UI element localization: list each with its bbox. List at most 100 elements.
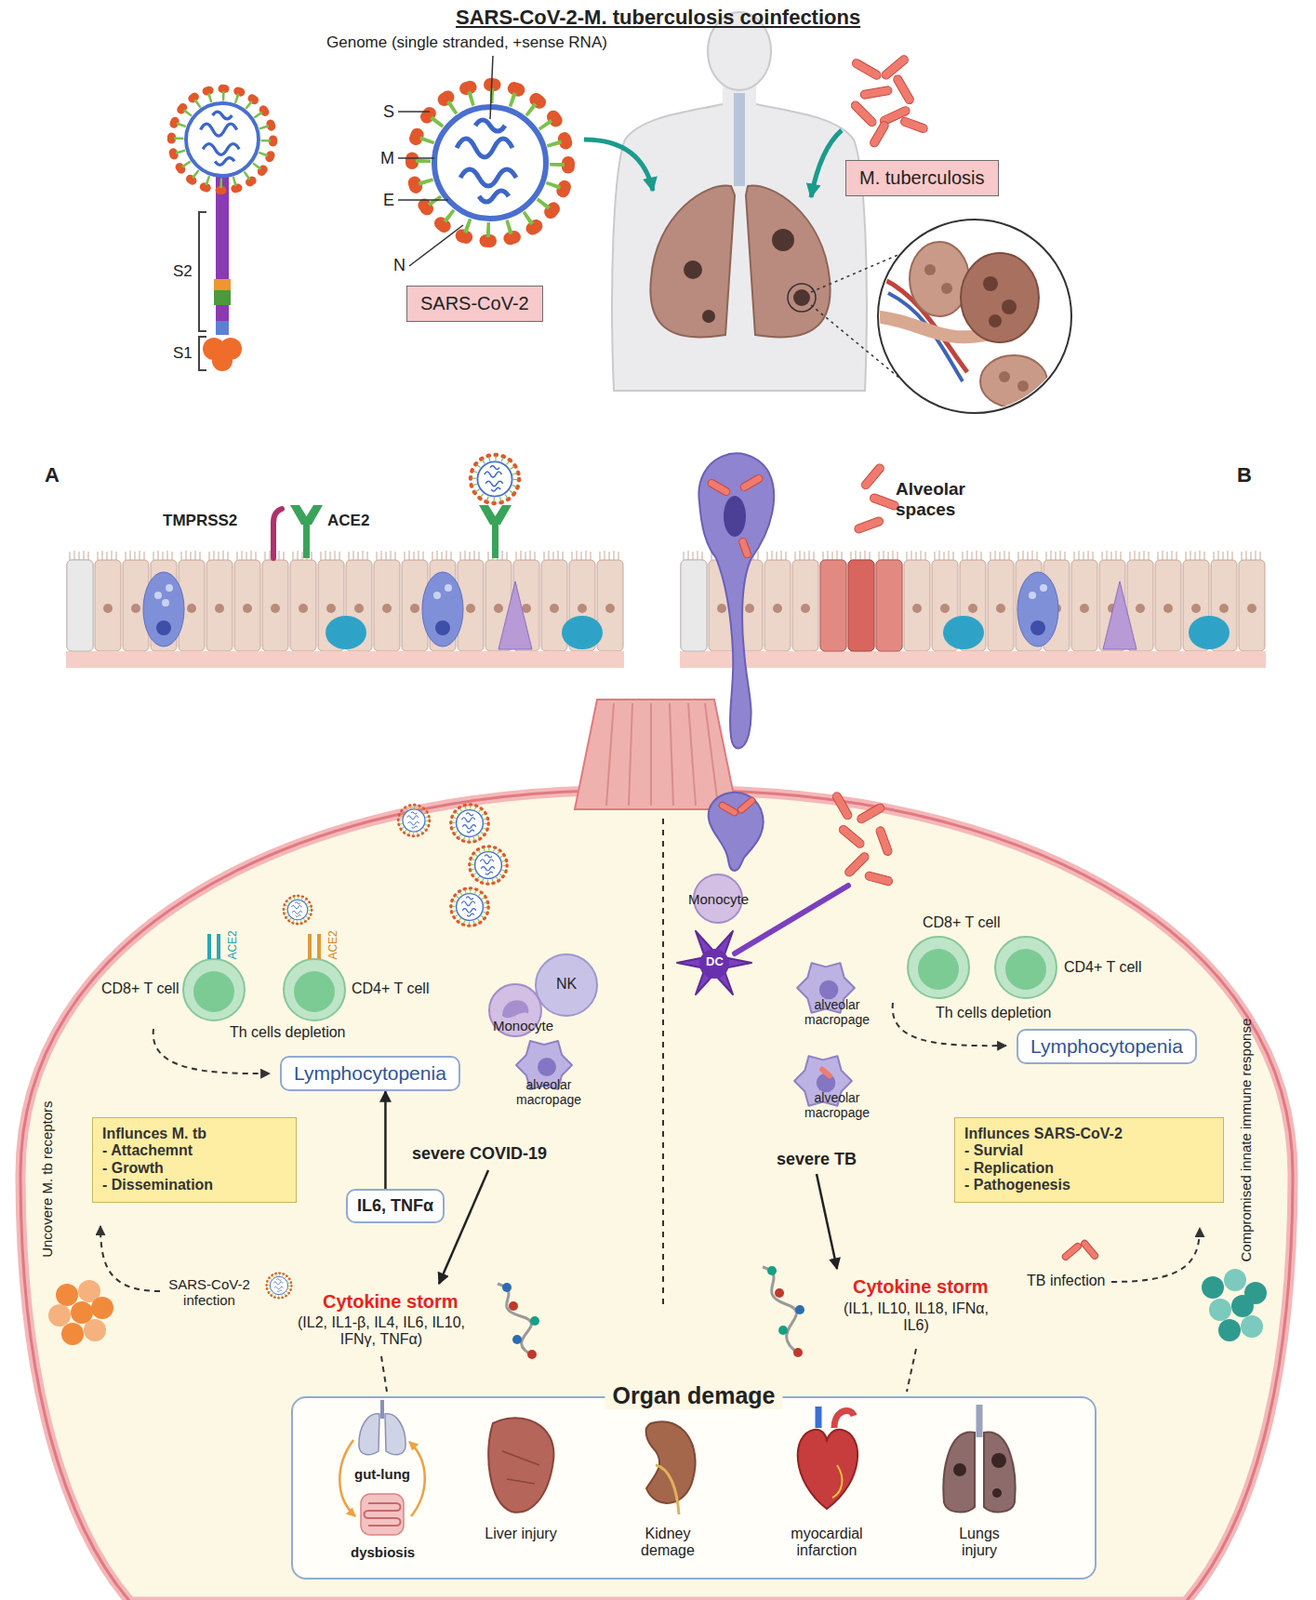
spike-protein bbox=[215, 305, 229, 321]
organ-icons bbox=[834, 1409, 854, 1428]
infected-macrophage bbox=[737, 536, 752, 559]
process-arrow bbox=[816, 1173, 838, 1269]
cytokine-box: IL6, TNFα bbox=[345, 1188, 445, 1223]
tb-bacilli bbox=[868, 492, 900, 511]
epithelium bbox=[1030, 620, 1046, 636]
epithelium bbox=[66, 550, 625, 652]
cell-cluster bbox=[1201, 1276, 1224, 1299]
cytokine-chain bbox=[512, 1334, 522, 1344]
box-text: - Replication bbox=[964, 1159, 1214, 1177]
receptor bbox=[273, 454, 519, 559]
receptor-label: TMPRSS2 bbox=[162, 511, 238, 531]
tb-bacilli bbox=[853, 516, 885, 534]
organ-icons bbox=[797, 1429, 858, 1509]
cytokine-chain bbox=[767, 1265, 777, 1276]
outcome-box: Lymphocytopenia bbox=[1016, 1028, 1197, 1064]
process-label: Cytokine storm bbox=[322, 1290, 459, 1313]
tb-bacilli bbox=[868, 119, 891, 148]
epithelium bbox=[165, 584, 173, 592]
infected-macrophage bbox=[717, 800, 740, 817]
cell-cluster bbox=[55, 1283, 79, 1306]
immune-cell bbox=[209, 933, 219, 959]
cell-cluster bbox=[1240, 1315, 1263, 1338]
cytokine-chain bbox=[778, 1325, 788, 1335]
virus-particle bbox=[266, 804, 508, 1299]
receptor-label: ACE2 bbox=[327, 930, 341, 959]
cytokine-chain bbox=[795, 1304, 805, 1315]
cytokine-chain bbox=[497, 1265, 805, 1359]
cell-cluster bbox=[1223, 1268, 1247, 1291]
infection-arrow bbox=[584, 130, 842, 198]
alveolus-outline bbox=[20, 790, 1293, 1600]
box-heading: Influnces SARS-CoV-2 bbox=[964, 1125, 1214, 1143]
cytokine-chain bbox=[527, 1349, 537, 1359]
virus-particle bbox=[451, 888, 489, 926]
epithelium bbox=[435, 620, 451, 636]
leader-line bbox=[398, 157, 435, 160]
cell-label: CD4+ T cell bbox=[1063, 958, 1142, 976]
connector-arrow bbox=[384, 1090, 387, 1189]
cell-cluster bbox=[1231, 1294, 1254, 1317]
human-figure bbox=[702, 309, 716, 323]
zoom-inset bbox=[877, 219, 1072, 413]
process-label: Th cells depletion bbox=[229, 1023, 346, 1041]
organ-icons bbox=[502, 1450, 540, 1484]
spike-protein bbox=[215, 320, 229, 335]
organ-icons bbox=[815, 1406, 823, 1428]
cytokine-chain bbox=[530, 1316, 540, 1326]
alveolus-outline bbox=[20, 699, 1293, 1600]
virus-particle bbox=[266, 1273, 293, 1299]
receptor-label: ACE2 bbox=[226, 930, 240, 959]
tb-bacilli bbox=[831, 790, 854, 821]
epithelium bbox=[1039, 584, 1048, 592]
immune-cell bbox=[183, 958, 245, 1021]
epithelium bbox=[143, 571, 185, 647]
human-figure bbox=[787, 283, 816, 312]
cytokine-list: (IL2, IL1-β, IL4, IL6, IL10, IFNγ, TNFα) bbox=[279, 1314, 484, 1349]
cell-cluster bbox=[1209, 1298, 1232, 1321]
epithelium bbox=[154, 591, 162, 599]
epithelium bbox=[66, 651, 625, 668]
zoom-inset bbox=[941, 282, 953, 294]
immune-cell bbox=[818, 1065, 834, 1080]
receptor bbox=[273, 508, 282, 559]
process-label: Th cells depletion bbox=[935, 1004, 1052, 1022]
cell-label: alveolar macropage bbox=[799, 996, 875, 1027]
process-arrow bbox=[100, 1225, 160, 1291]
organ-icons bbox=[358, 1413, 380, 1455]
panel-letter: A bbox=[44, 463, 60, 487]
cell-cluster bbox=[48, 1303, 71, 1327]
organ-label: Kidney demage bbox=[625, 1525, 710, 1560]
infection-arrow bbox=[810, 130, 842, 198]
cell-cluster bbox=[1218, 1318, 1241, 1342]
effect-box: Influnces M. tb- Attachemnt- Growth- Dis… bbox=[92, 1116, 297, 1203]
infected-macrophage bbox=[736, 796, 757, 815]
human-figure bbox=[650, 186, 735, 338]
virus-particle bbox=[469, 846, 507, 884]
infected-macrophage bbox=[723, 495, 746, 537]
box-heading: IL6, TNFα bbox=[357, 1196, 434, 1216]
immune-cell bbox=[309, 933, 320, 959]
box-heading: Organ demage bbox=[604, 1382, 783, 1410]
epithelium bbox=[66, 559, 94, 652]
epithelium bbox=[156, 620, 172, 636]
box-text: - Pathogenesis bbox=[964, 1176, 1214, 1194]
cell-label: Monocyte bbox=[492, 1017, 554, 1034]
organ-icons bbox=[339, 1439, 356, 1516]
box-text: - Attachemnt bbox=[102, 1142, 287, 1159]
zoom-inset bbox=[983, 276, 998, 292]
box-heading: Lymphocytopenia bbox=[293, 1062, 447, 1085]
receptor bbox=[491, 520, 499, 559]
tb-bacilli bbox=[850, 57, 883, 81]
infected-macrophage bbox=[739, 473, 765, 492]
pathogen-name-box: M. tuberculosis bbox=[845, 159, 999, 197]
virus-particle bbox=[283, 895, 312, 924]
outcome-box: Lymphocytopenia bbox=[279, 1055, 461, 1091]
immune-cell bbox=[699, 948, 730, 979]
immune-cell bbox=[907, 936, 970, 998]
receptor bbox=[478, 505, 512, 525]
process-label: severe TB bbox=[776, 1149, 857, 1170]
cell-cluster bbox=[48, 1268, 1267, 1345]
receptor bbox=[470, 454, 519, 504]
